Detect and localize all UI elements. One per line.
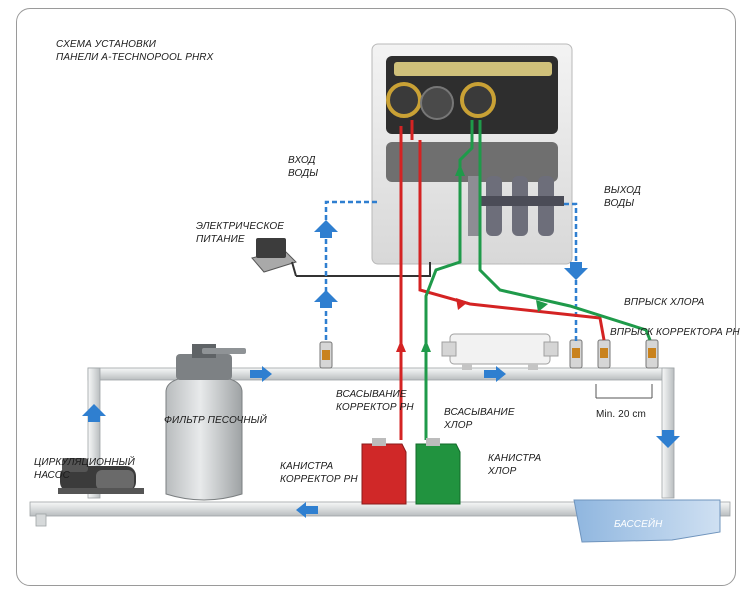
power-label: ЭЛЕКТРИЧЕСКОЕ ПИТАНИЕ xyxy=(196,221,284,245)
ph-suction-label: ВСАСЫВАНИЕ КОРРЕКТОР PH xyxy=(336,389,414,413)
chlorine-lines xyxy=(424,120,652,440)
water-out-label: ВЫХОД ВОДЫ xyxy=(604,185,641,209)
circulation-pump xyxy=(58,458,144,494)
ph-canister-label: КАНИСТРА КОРРЕКТОР PH xyxy=(280,461,358,485)
diagram-frame xyxy=(16,8,736,586)
chlorine-injection-label: ВПРЫСК ХЛОРА xyxy=(624,297,705,308)
chlorine-suction-label: ВСАСЫВАНИЕ ХЛОР xyxy=(444,407,515,431)
pool xyxy=(573,499,721,543)
water-in-label: ВХОД ВОДЫ xyxy=(288,155,319,179)
water-lines xyxy=(324,200,578,344)
min-distance-bracket xyxy=(595,384,653,399)
ph-arrow-icon xyxy=(396,298,468,352)
valve-icon xyxy=(319,339,659,369)
ph-injection-label: ВПРЫСК КОРРЕКТОРА PH xyxy=(610,327,740,338)
power-supply xyxy=(251,238,431,277)
sand-filter xyxy=(165,344,246,501)
title-line-1: СХЕМА УСТАНОВКИ xyxy=(56,39,157,50)
min-distance-label: Min. 20 cm xyxy=(596,409,646,420)
canister-icon xyxy=(361,438,461,505)
title-line-2: ПАНЕЛИ A-TECHNOPOOL PHRX xyxy=(56,52,214,63)
control-panel xyxy=(371,43,573,265)
arrow-icon xyxy=(82,220,680,518)
pump-label: ЦИРКУЛЯЦИОННЫЙ НАСОС xyxy=(34,457,135,481)
chlorine-arrow-icon xyxy=(421,164,548,352)
sand-filter-label: ФИЛЬТР ПЕСОЧНЫЙ xyxy=(164,415,267,426)
inline-cylinder xyxy=(441,333,559,370)
pool-label: БАССЕЙН xyxy=(614,519,663,530)
ph-lines xyxy=(399,120,606,440)
chlorine-canister-label: КАНИСТРА ХЛОР xyxy=(488,453,542,477)
diagram-title: СХЕМА УСТАНОВКИ ПАНЕЛИ A-TECHNOPOOL PHRX xyxy=(56,38,213,64)
main-pipe xyxy=(29,367,731,527)
